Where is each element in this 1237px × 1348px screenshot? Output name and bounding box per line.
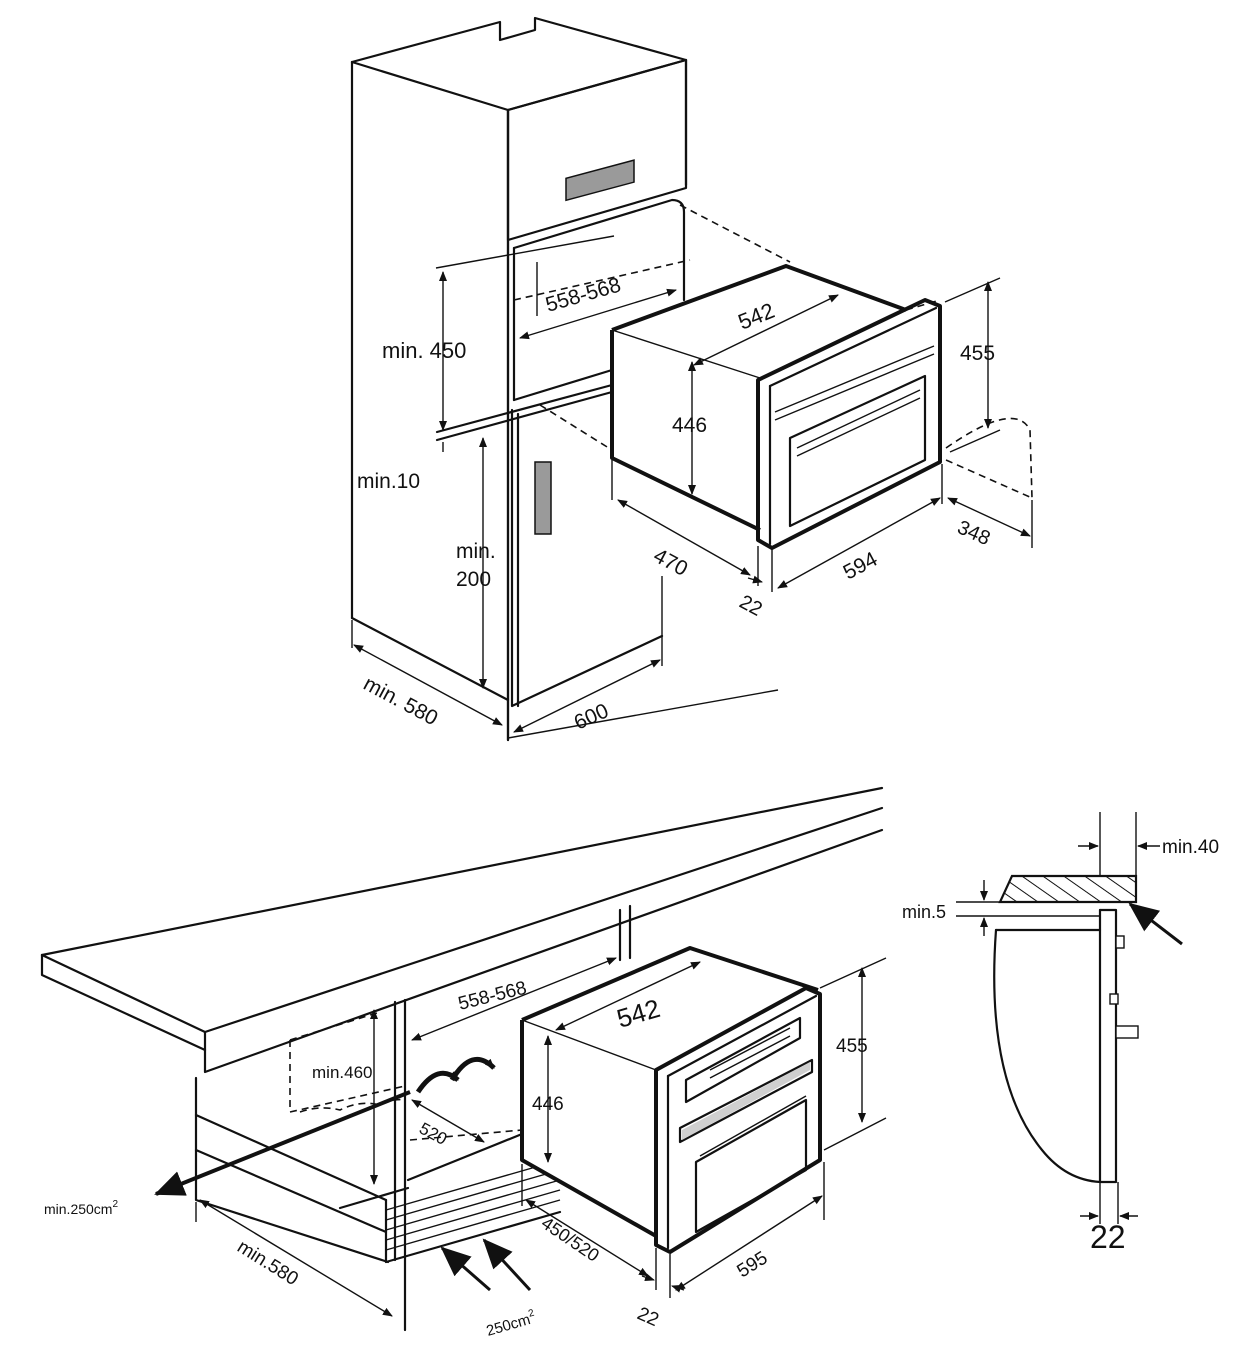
top-front-height-label: 455	[960, 342, 995, 365]
top-oven	[539, 264, 1033, 550]
top-door-projection-label: 348	[954, 516, 993, 550]
side-gap-label: min.5	[902, 902, 946, 922]
bottom-oven-width-label: 595	[734, 1248, 772, 1283]
bottom-cabinet-depth-label: min.580	[233, 1236, 301, 1290]
bottom-side-depth-label: 450/520	[538, 1213, 603, 1266]
upper-door-handle	[565, 159, 635, 202]
bottom-body-height-label: 446	[532, 1094, 564, 1115]
top-min-height-label: min. 450	[382, 338, 466, 363]
airflow-arrows	[415, 1056, 496, 1094]
top-cabinet-width-label: 600	[571, 699, 612, 734]
bottom-rear-vent-label: min.250cm2	[44, 1199, 118, 1217]
bottom-front-height-label: 455	[836, 1036, 868, 1057]
bottom-cavity-width-label: 558-568	[456, 978, 529, 1015]
bottom-dimensions	[154, 957, 887, 1317]
bottom-worktop	[40, 786, 884, 1332]
bottom-front-vent-label: 250cm2	[484, 1308, 538, 1340]
top-dimensions	[351, 271, 1033, 733]
top-gap-label: min.10	[357, 470, 420, 493]
bottom-front-panel-label: 22	[634, 1303, 662, 1331]
top-body-height-label: 446	[672, 414, 707, 437]
top-cabinet-depth-label: min. 580	[360, 672, 442, 730]
top-base-value-label: 200	[456, 568, 491, 591]
bottom-min-height-label: min.460	[312, 1063, 372, 1082]
top-front-panel-label: 22	[736, 591, 766, 621]
lower-door-handle	[534, 461, 552, 535]
top-base-min-label: min.	[456, 540, 496, 563]
bottom-inner-depth-label: 520	[416, 1119, 450, 1149]
side-top-clearance-label: min.40	[1162, 837, 1219, 858]
bottom-oven	[520, 946, 822, 1254]
top-oven-width-label: 594	[840, 548, 882, 585]
side-detail	[956, 812, 1183, 1224]
side-front-panel-label: 22	[1090, 1219, 1126, 1255]
floor-line	[507, 689, 779, 739]
top-side-depth-label: 470	[650, 544, 692, 581]
side-detail-labels: min.40 min.5 22	[902, 837, 1219, 1255]
